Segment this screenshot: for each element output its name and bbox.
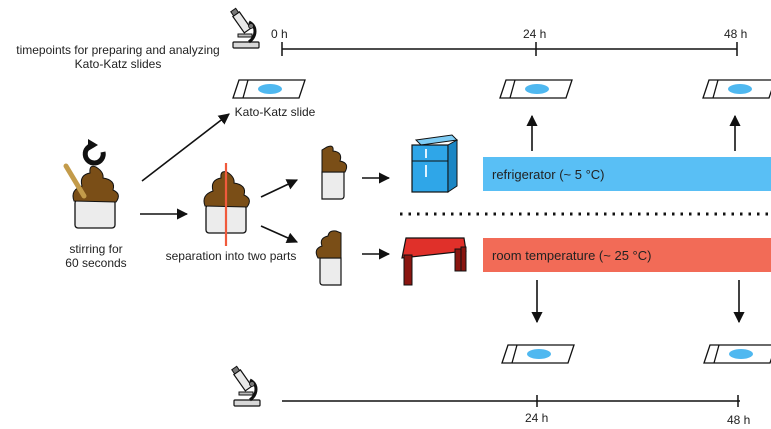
top-tick-label-24h: 24 h — [523, 27, 547, 41]
separation-label: separation into two parts — [165, 249, 297, 263]
stirring-cup-icon — [72, 165, 119, 229]
room-temperature-label: room temperature (~ 25 °C) — [492, 248, 652, 263]
kato-katz-slide-label: Kato-Katz slide — [234, 105, 316, 119]
top-tick-label-0h: 0 h — [271, 27, 288, 41]
bottom-slide-24h — [501, 344, 575, 364]
refrigerator-label: refrigerator (~ 5 °C) — [492, 167, 605, 182]
stirring-label-line1: stirring for — [69, 242, 123, 256]
bottom-microscope-icon — [229, 364, 262, 408]
spatula-icon — [63, 163, 87, 199]
top-tick-label-48h: 48 h — [724, 27, 748, 41]
top-microscope-icon — [228, 6, 261, 50]
fridge-icon — [411, 134, 459, 193]
table-icon — [401, 237, 467, 286]
rotate-arrow-icon — [82, 139, 106, 166]
arrow-to-half-bottom — [260, 225, 299, 244]
half-cup-bottom-icon — [315, 230, 342, 286]
separated-cup-icon — [203, 163, 250, 246]
top-slide-48h — [702, 79, 771, 99]
top-caption-line1: timepoints for preparing and analyzing — [16, 43, 220, 57]
bottom-tick-label-24h: 24 h — [525, 411, 549, 425]
arrow-to-slide — [141, 113, 230, 182]
bottom-slide-48h — [703, 344, 771, 364]
room-temperature-bar — [483, 238, 771, 272]
refrigerator-bar — [483, 157, 771, 191]
top-caption-line2: Kato-Katz slides — [74, 57, 162, 71]
top-slide-24h — [499, 79, 573, 99]
top-slide-0h — [232, 79, 306, 99]
half-cup-top-icon — [321, 145, 348, 200]
arrow-to-half-top — [260, 179, 299, 198]
bottom-tick-label-48h: 48 h — [727, 413, 751, 427]
stirring-label-line2: 60 seconds — [65, 256, 127, 270]
